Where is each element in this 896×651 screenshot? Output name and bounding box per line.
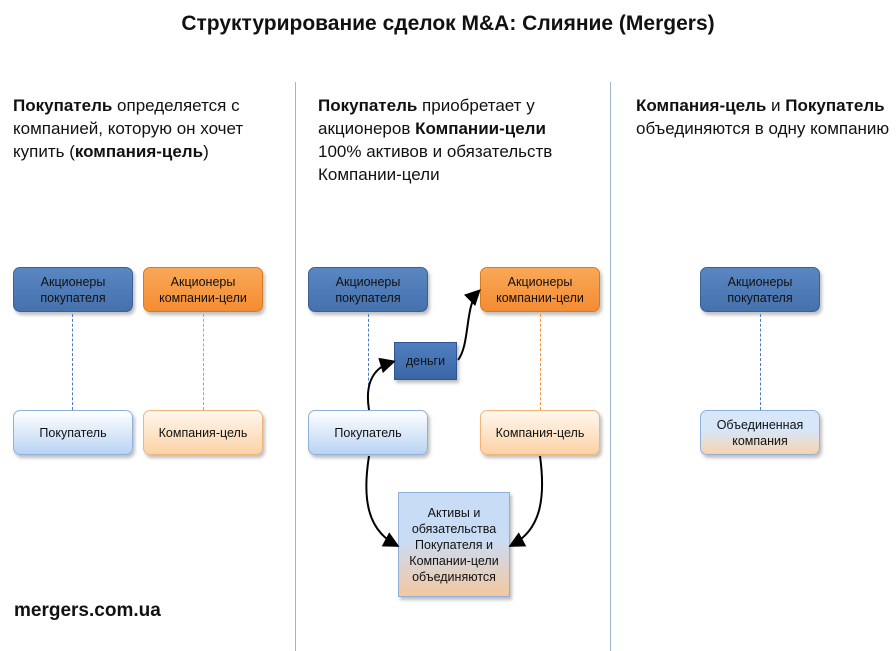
description-run: объединяются в одну компанию [636,119,890,138]
col1-target-box: Компания-цель [143,410,263,455]
buyer-to-money-arrow [366,357,396,411]
column-divider-1 [295,82,296,651]
description-run: Компания-цель [636,96,767,115]
col2-buyer-link [368,314,369,410]
merged-company-box: Объединенная компания [700,410,820,455]
target-to-assets-arrow [508,455,544,547]
col1-buyer-shareholders-box: Акционеры покупателя [13,267,133,312]
column-3-description: Компания-цель и Покупатель объединяются … [636,94,891,140]
col3-shareholders-box: Акционеры покупателя [700,267,820,312]
description-run: Покупатель [13,96,113,115]
description-run: Компании-цели [415,119,546,138]
col2-buyer-shareholders-box: Акционеры покупателя [308,267,428,312]
col1-target-link [203,314,204,410]
description-run: компания-цель [74,142,204,161]
page-title: Структурирование сделок M&A: Слияние (Me… [181,12,715,35]
money-to-target-shareholders-arrow [457,289,481,361]
description-run: приобретает у акционеров [318,96,535,138]
column-divider-2 [610,82,611,651]
column-2-description: Покупатель приобретает у акционеров Комп… [318,94,593,186]
col3-link [760,314,761,410]
col1-buyer-box: Покупатель [13,410,133,455]
description-run: ) [203,142,209,161]
col1-buyer-link [72,314,73,410]
description-run: Покупатель [785,96,885,115]
description-run: 100% активов и обязательств Компании-цел… [318,142,553,184]
col2-target-shareholders-box: Акционеры компании-цели [480,267,600,312]
col2-buyer-box: Покупатель [308,410,428,455]
col1-target-shareholders-box: Акционеры компании-цели [143,267,263,312]
column-1-description: Покупатель определяется с компанией, кот… [13,94,275,163]
description-run: определяется с компанией, которую он хоч… [13,96,244,161]
money-box: деньги [394,342,457,380]
col2-target-link [540,314,541,410]
col2-target-box: Компания-цель [480,410,600,455]
buyer-to-assets-arrow [365,455,400,547]
description-run: Покупатель [318,96,418,115]
combined-assets-box: Активы и обязательства Покупателя и Комп… [398,492,510,597]
description-run: и [766,96,786,115]
site-footer: mergers.com.ua [14,600,161,621]
